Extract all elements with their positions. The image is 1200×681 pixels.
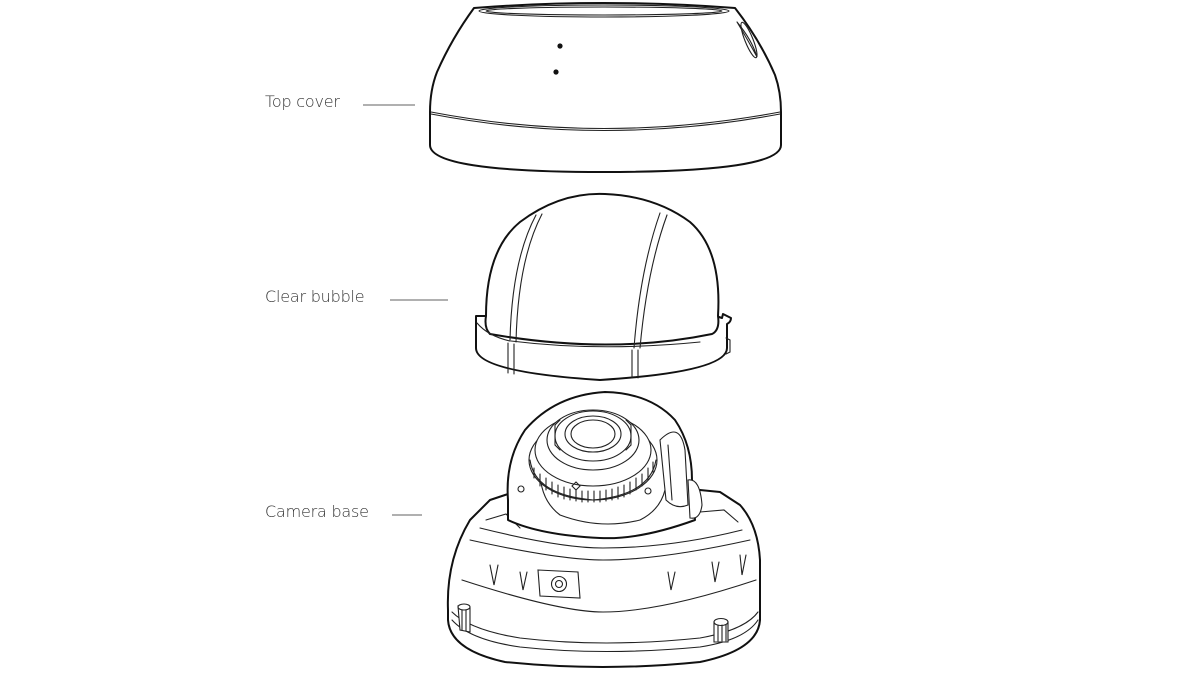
label-top-cover: Top cover [265,92,340,111]
leader-line-top-cover [363,104,415,106]
knurled-focus-ring [529,459,657,503]
top-cover-illustration [429,2,782,173]
screw-left [457,603,471,633]
label-camera-base: Camera base [265,502,369,521]
camera-base-illustration [446,391,761,668]
leader-line-clear-bubble [390,299,448,301]
leader-line-camera-base [392,514,422,516]
clear-bubble-illustration [475,192,732,381]
screw-right [713,617,729,643]
label-clear-bubble: Clear bubble [265,287,365,306]
